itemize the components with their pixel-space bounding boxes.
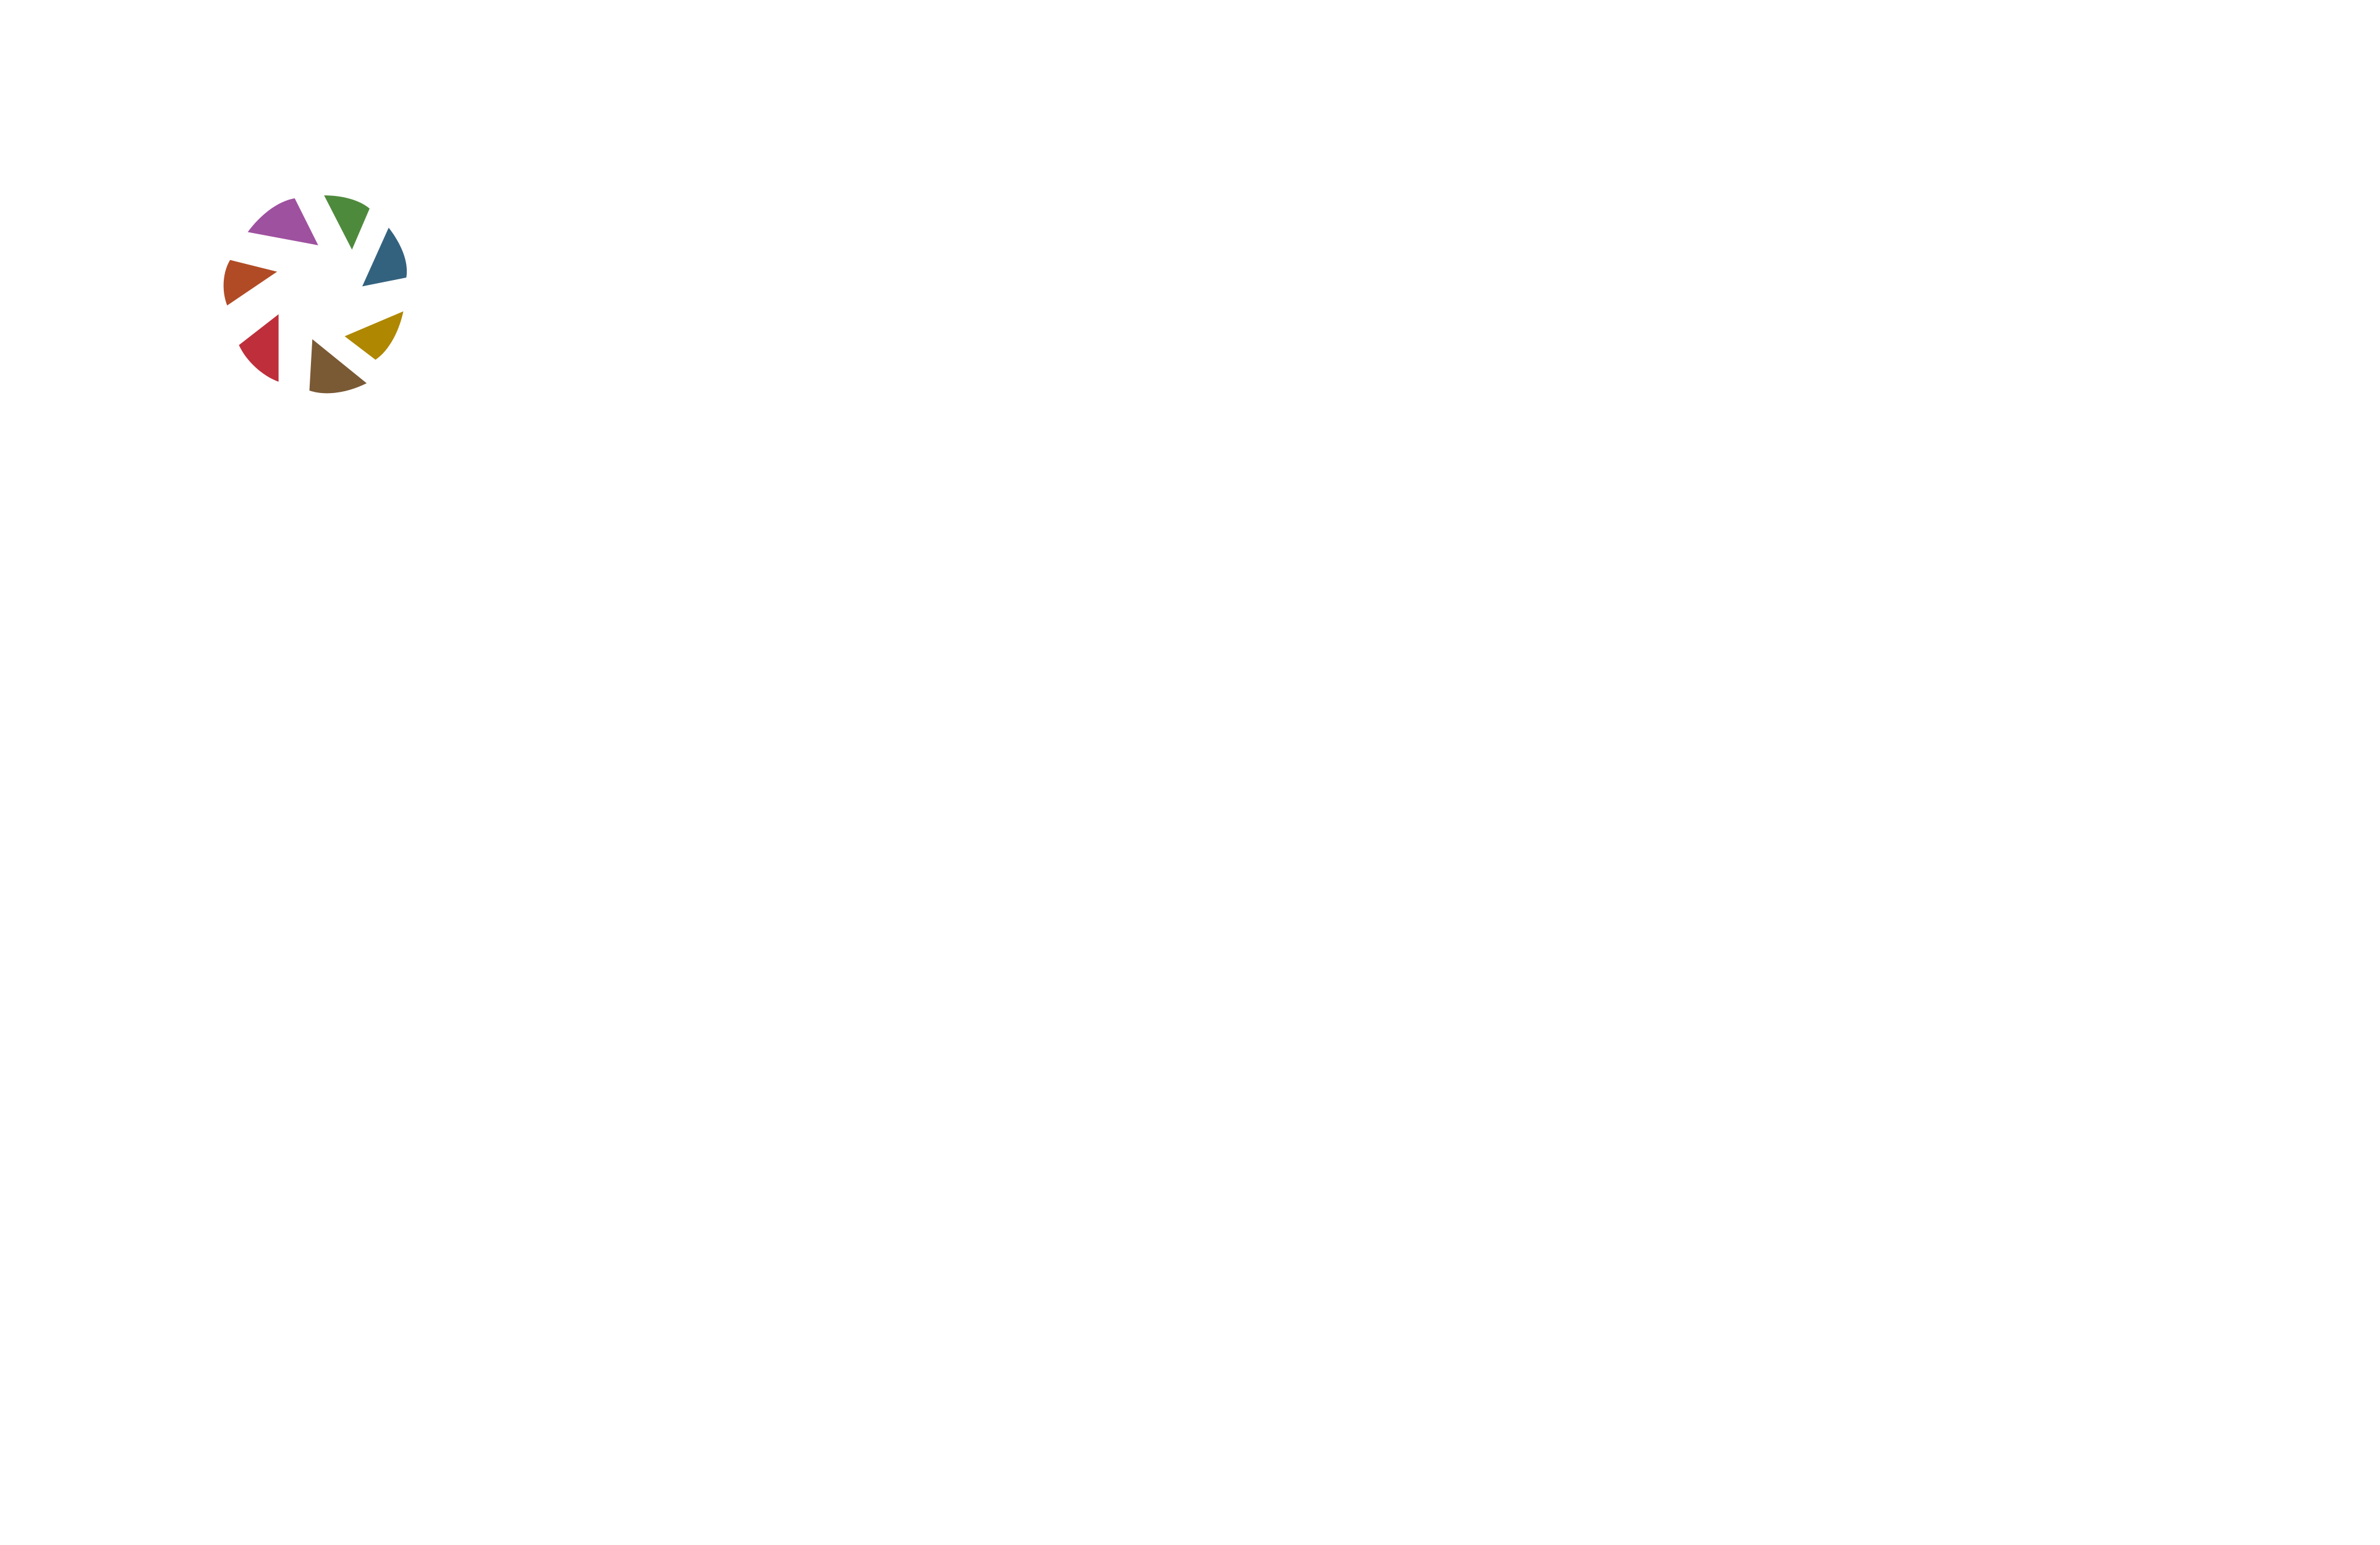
- logo-segment-green: [324, 195, 370, 250]
- aperture-logo-svg: [223, 195, 407, 394]
- logo-segment-blue: [362, 227, 407, 287]
- logo-segment-gold: [344, 311, 404, 360]
- logo-segment-purple: [247, 198, 318, 245]
- aperture-logo-icon: [198, 179, 433, 414]
- logo-segment-orange: [223, 260, 278, 306]
- logo-segment-brown: [309, 339, 367, 394]
- logo-segment-red: [239, 314, 279, 382]
